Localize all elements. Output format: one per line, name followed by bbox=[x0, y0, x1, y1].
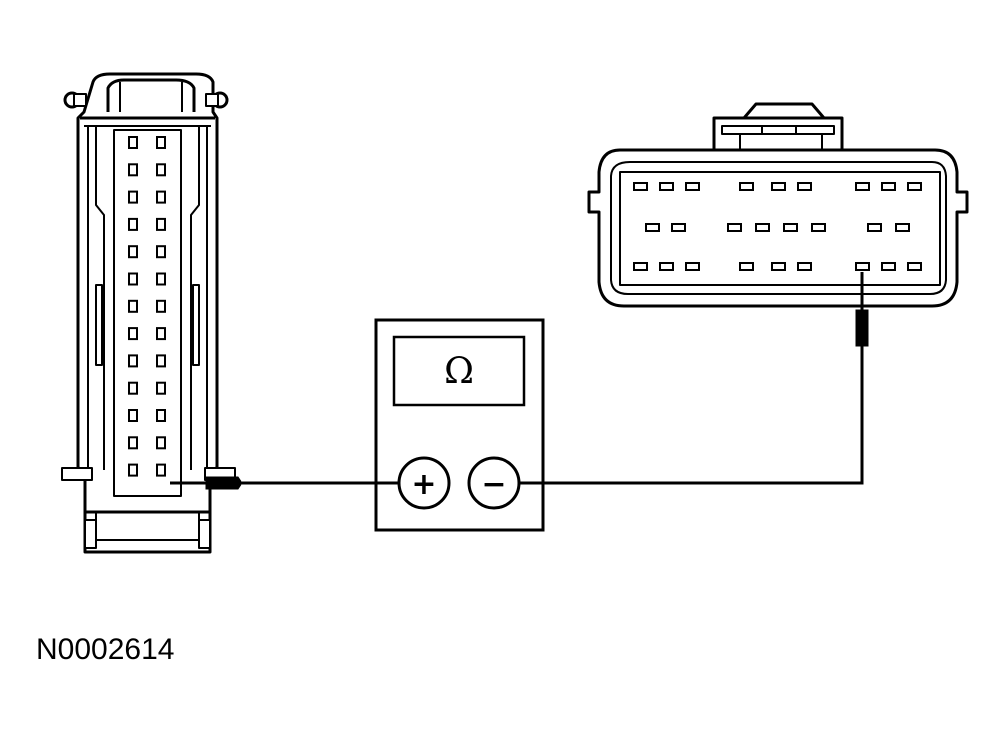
right-pin-cavity bbox=[633, 262, 648, 271]
right-pin-cavity bbox=[907, 262, 922, 271]
right-pin-cavity bbox=[811, 223, 826, 232]
right-pin-cavity bbox=[771, 262, 786, 271]
right-pin-cavity bbox=[907, 182, 922, 191]
left-pin-cavity bbox=[156, 436, 166, 450]
right-pin-cavity bbox=[633, 182, 648, 191]
right-pin-cavity bbox=[671, 223, 686, 232]
right-pin-cavity bbox=[895, 223, 910, 232]
left-pin-cavity bbox=[156, 272, 166, 286]
left-pin-cavity bbox=[128, 327, 138, 341]
right-pin-cavity bbox=[727, 223, 742, 232]
right-pin-cavity bbox=[855, 182, 870, 191]
left-pin-cavity bbox=[156, 136, 166, 149]
left-pin-cavity bbox=[156, 190, 166, 204]
right-pin-cavity bbox=[659, 182, 674, 191]
left-pin-cavity bbox=[156, 327, 166, 341]
left-connector bbox=[61, 72, 236, 554]
positive-sign: + bbox=[411, 467, 436, 502]
left-terminal-block bbox=[113, 129, 182, 497]
left-side-tab bbox=[61, 467, 93, 481]
right-connector-shell bbox=[587, 148, 969, 308]
right-pin-cavity bbox=[739, 262, 754, 271]
left-connector-pins bbox=[128, 136, 166, 477]
left-pin-cavity bbox=[128, 463, 138, 477]
figure-reference-id: N0002614 bbox=[36, 633, 175, 666]
right-pin-cavity bbox=[685, 262, 700, 271]
negative-lead bbox=[519, 345, 864, 485]
left-pin-cavity bbox=[128, 245, 138, 259]
ohmmeter bbox=[374, 318, 545, 532]
right-connector-pins bbox=[633, 182, 922, 271]
left-pin-cavity bbox=[156, 463, 166, 477]
right-pin-cavity bbox=[797, 262, 812, 271]
left-pin-cavity bbox=[128, 409, 138, 422]
left-pin-cavity bbox=[156, 354, 166, 368]
right-pin-cavity bbox=[881, 262, 896, 271]
right-pin-cavity bbox=[783, 223, 798, 232]
left-pin-cavity bbox=[156, 409, 166, 422]
right-pin-cavity bbox=[855, 262, 870, 271]
right-pin-cavity bbox=[685, 182, 700, 191]
left-pin-cavity bbox=[156, 381, 166, 395]
right-pin-cavity bbox=[881, 182, 896, 191]
left-pin-cavity bbox=[156, 163, 166, 177]
left-pin-cavity bbox=[128, 299, 138, 313]
left-probe-body bbox=[205, 476, 243, 490]
left-pin-cavity bbox=[128, 436, 138, 450]
left-pin-cavity bbox=[128, 190, 138, 204]
meter-display bbox=[392, 335, 526, 407]
left-pin-cavity bbox=[128, 272, 138, 286]
right-pin-cavity bbox=[739, 182, 754, 191]
right-pin-cavity bbox=[659, 262, 674, 271]
left-connector-latch bbox=[106, 78, 196, 112]
right-connector-latch bbox=[742, 102, 826, 119]
left-pin-cavity bbox=[156, 217, 166, 231]
left-pin-cavity bbox=[128, 136, 138, 149]
right-probe-body bbox=[855, 309, 869, 347]
ohm-symbol: Ω bbox=[444, 351, 474, 392]
left-pin-cavity bbox=[128, 217, 138, 231]
test-leads bbox=[170, 272, 869, 490]
right-pin-cavity bbox=[797, 182, 812, 191]
right-pin-cavity bbox=[755, 223, 770, 232]
left-pin-cavity bbox=[156, 245, 166, 259]
right-connector bbox=[587, 102, 969, 308]
left-pin-cavity bbox=[128, 163, 138, 177]
right-pin-cavity bbox=[867, 223, 882, 232]
left-pin-cavity bbox=[156, 299, 166, 313]
right-pin-cavity bbox=[645, 223, 660, 232]
negative-sign: − bbox=[481, 467, 506, 502]
left-pin-cavity bbox=[128, 381, 138, 395]
left-pin-cavity bbox=[128, 354, 138, 368]
right-pin-cavity bbox=[771, 182, 786, 191]
